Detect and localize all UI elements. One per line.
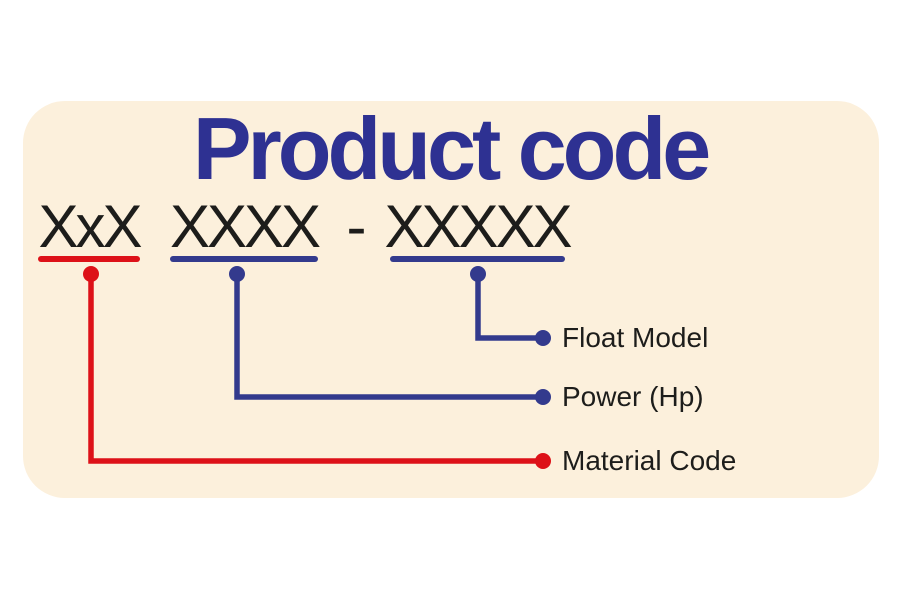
power-start-dot <box>229 266 245 282</box>
float-model-connector-line <box>475 274 543 341</box>
power-connector-line <box>234 274 543 400</box>
code-segment-material: XxX <box>38 193 142 260</box>
code-segment-float: XXXXX <box>384 193 572 260</box>
page-title: Product code <box>192 99 711 198</box>
material-code-connector-line <box>88 274 543 464</box>
float-model-underline <box>390 256 565 262</box>
code-separator-dash: - <box>346 193 367 260</box>
code-segment-power: XXXX <box>169 193 321 260</box>
power-end-dot <box>535 389 551 405</box>
material-code-underline <box>38 256 140 262</box>
material-code-end-dot <box>535 453 551 469</box>
power-label: Power (Hp) <box>562 381 704 412</box>
power-underline <box>170 256 318 262</box>
product-code-card <box>23 101 879 498</box>
float-model-end-dot <box>535 330 551 346</box>
float-model-start-dot <box>470 266 486 282</box>
material-code-label: Material Code <box>562 445 737 476</box>
material-code-start-dot <box>83 266 99 282</box>
float-model-label: Float Model <box>562 322 709 353</box>
